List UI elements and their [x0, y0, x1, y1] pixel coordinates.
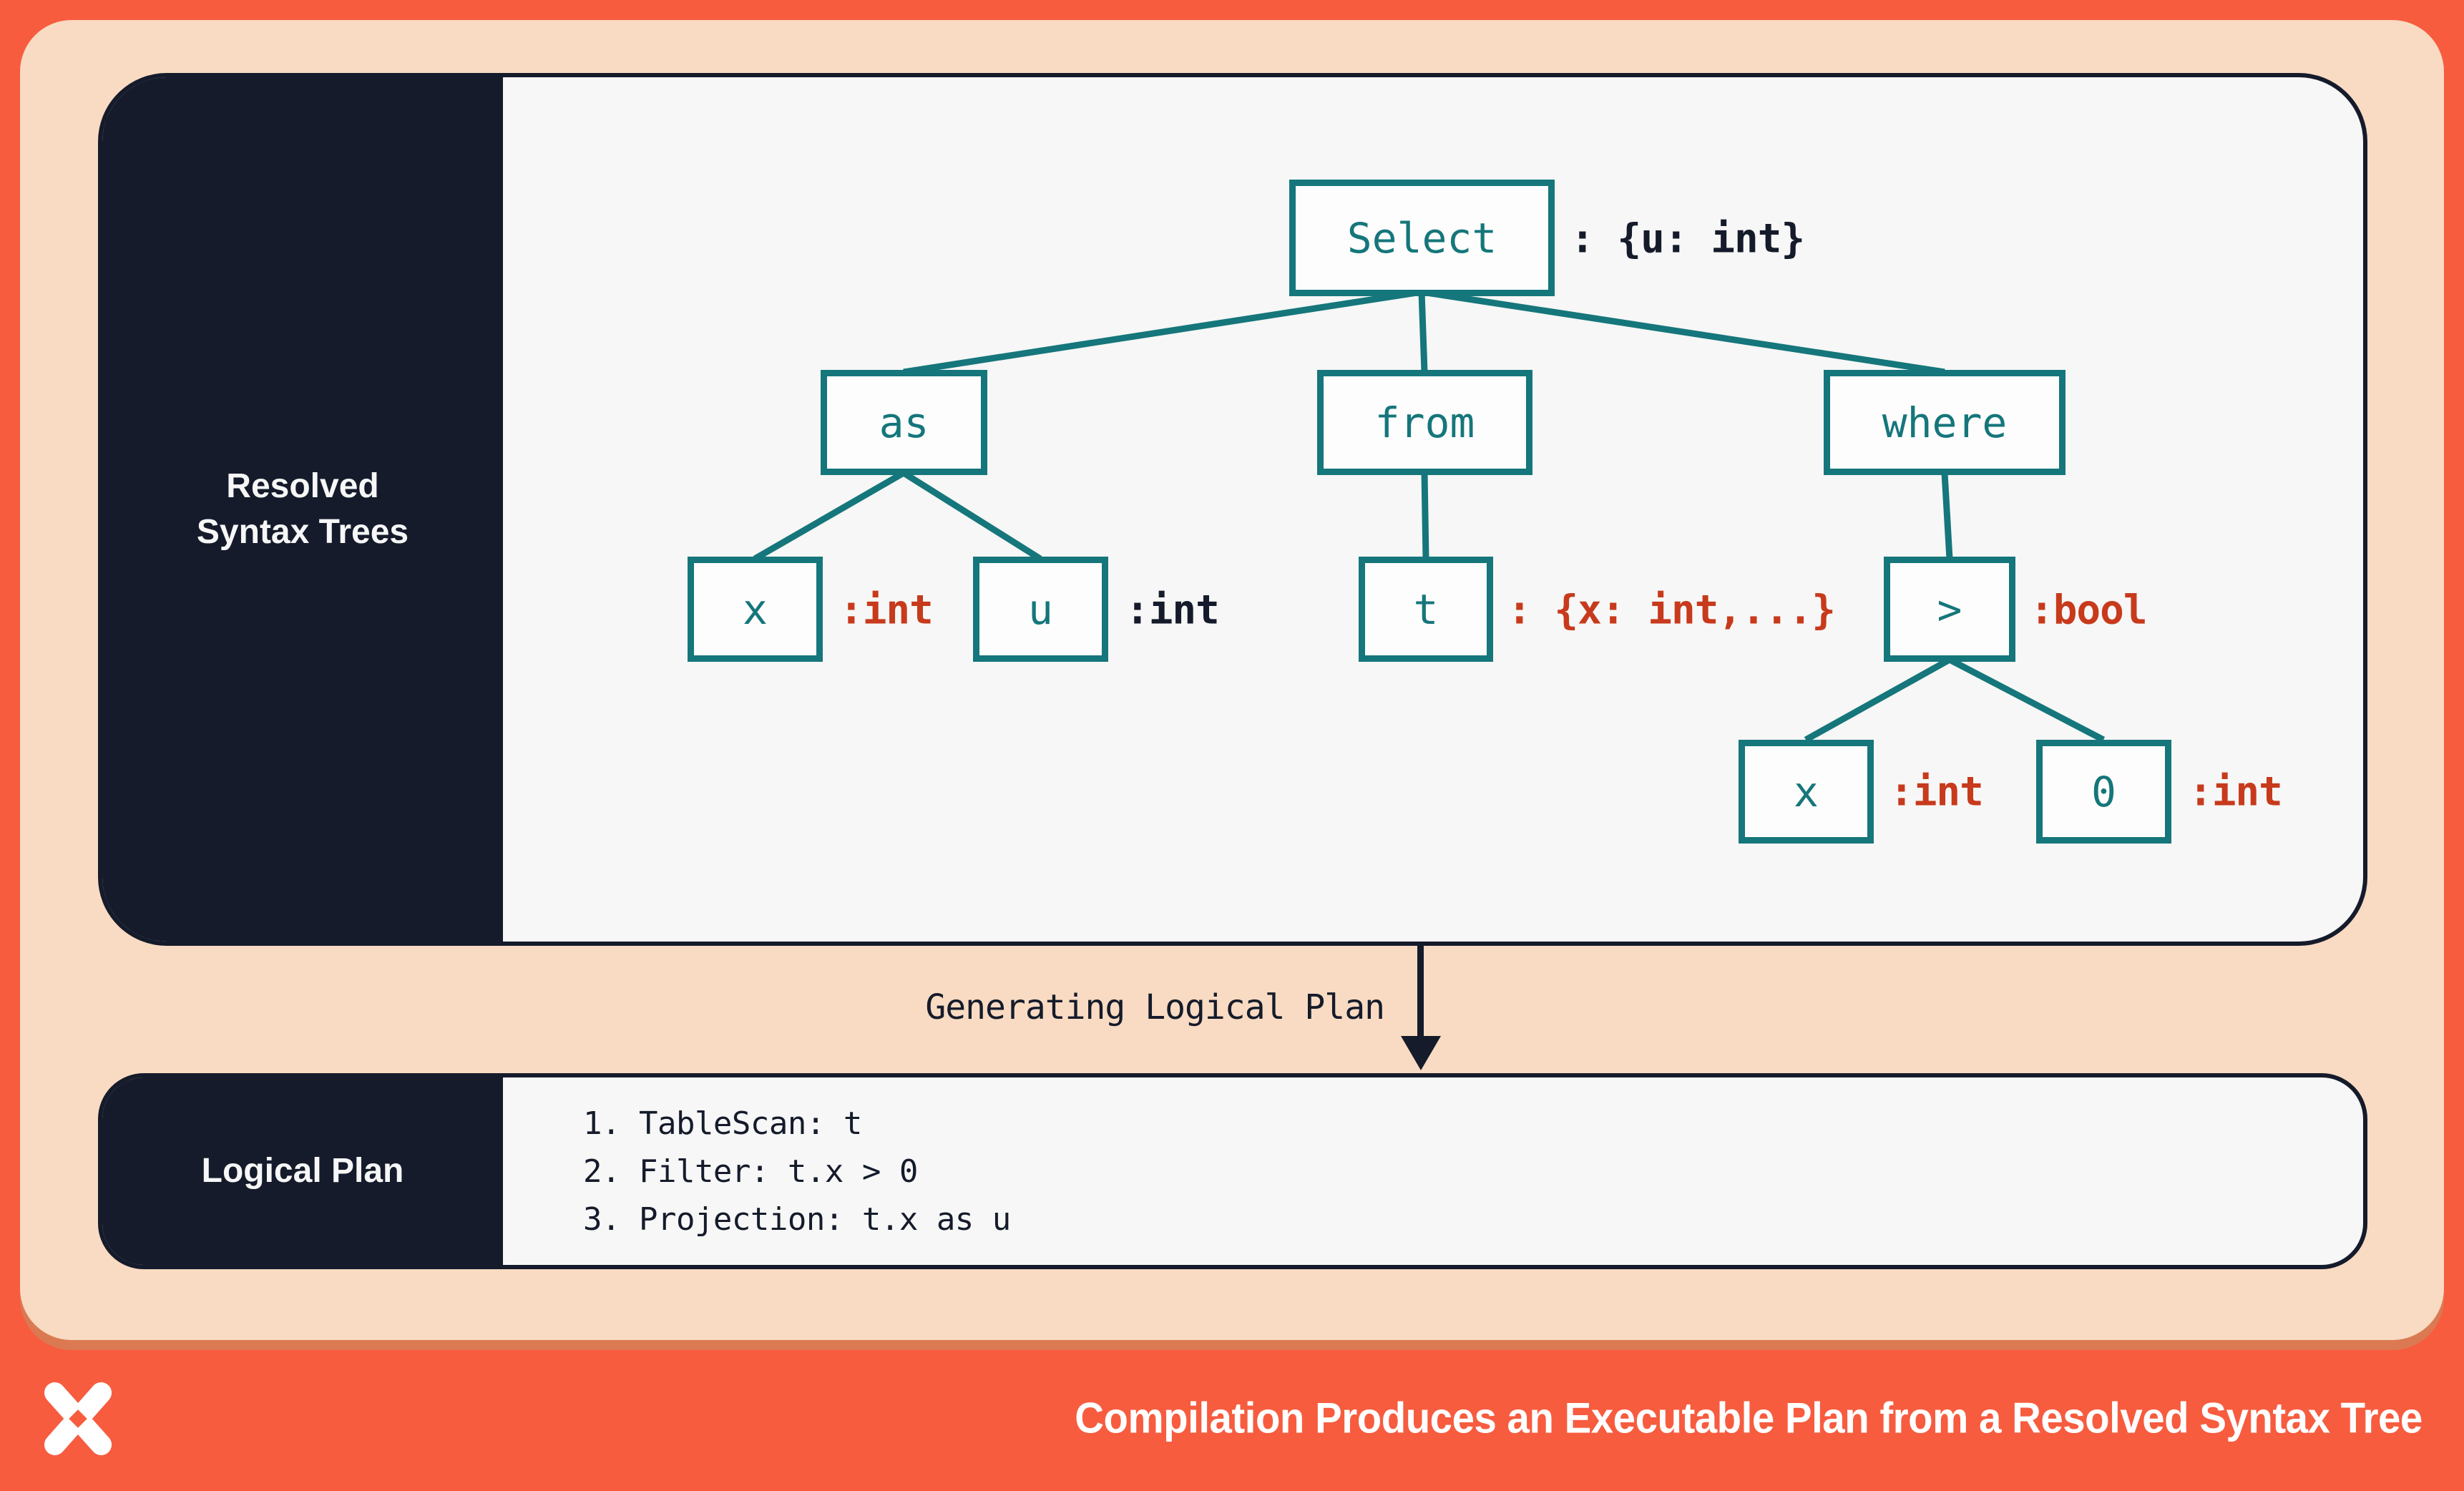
logical-plan-card: Logical Plan 1. TableScan: t 2. Filter: … [98, 1073, 2367, 1269]
annotation-zero-gt-type: :int [2189, 768, 2283, 816]
tree-node-x-as: x [688, 557, 823, 662]
tree-node-from: from [1317, 370, 1532, 475]
plan-step-3: 3. Projection: t.x as u [583, 1201, 1011, 1238]
tree-node-where: where [1824, 370, 2065, 475]
resolved-label-line1: Resolved [226, 467, 379, 505]
tree-node-as: as [821, 370, 987, 475]
annotation-select-type: : {u: int} [1570, 215, 1805, 263]
annotation-x-gt-type: :int [1889, 768, 1984, 816]
syntax-tree: Select : {u: int} as from where x :int u… [102, 77, 2363, 942]
tree-edges [753, 288, 2106, 743]
transition-label: Generating Logical Plan [925, 987, 1385, 1027]
plan-step-1: 1. TableScan: t [583, 1105, 862, 1142]
logical-plan-content: 1. TableScan: t 2. Filter: t.x > 0 3. Pr… [503, 1077, 2363, 1265]
annotation-gt-where-type: :bool [2030, 587, 2148, 634]
annotation-t-from-type: : {x: int,...} [1507, 587, 1836, 634]
tree-node-zero-gt: 0 [2036, 740, 2171, 844]
resolved-syntax-trees-label: Resolved Syntax Trees [102, 77, 503, 942]
resolved-syntax-trees-card: Resolved Syntax Trees Select : {u: int} … [98, 73, 2367, 946]
plan-step-2: 2. Filter: t.x > 0 [583, 1153, 918, 1190]
footer-title: Compilation Produces an Executable Plan … [1075, 1394, 2423, 1442]
down-arrow-head-icon [1401, 1036, 1441, 1070]
tree-node-select: Select [1289, 180, 1555, 296]
tree-node-x-gt: x [1739, 740, 1874, 844]
annotation-x-as-type: :int [839, 587, 934, 634]
tree-node-t-from: t [1359, 557, 1493, 662]
logical-plan-label: Logical Plan [102, 1077, 503, 1265]
tree-node-gt-where: > [1884, 557, 2015, 662]
logical-plan-steps: 1. TableScan: t 2. Filter: t.x > 0 3. Pr… [583, 1077, 1011, 1265]
x-mark-logo-icon [44, 1382, 112, 1455]
tree-node-u-as: u [973, 557, 1108, 662]
down-arrow-line [1417, 946, 1424, 1042]
logical-plan-label-text: Logical Plan [201, 1152, 404, 1190]
annotation-u-as-type: :int [1125, 587, 1220, 634]
resolved-label-line2: Syntax Trees [196, 513, 409, 551]
